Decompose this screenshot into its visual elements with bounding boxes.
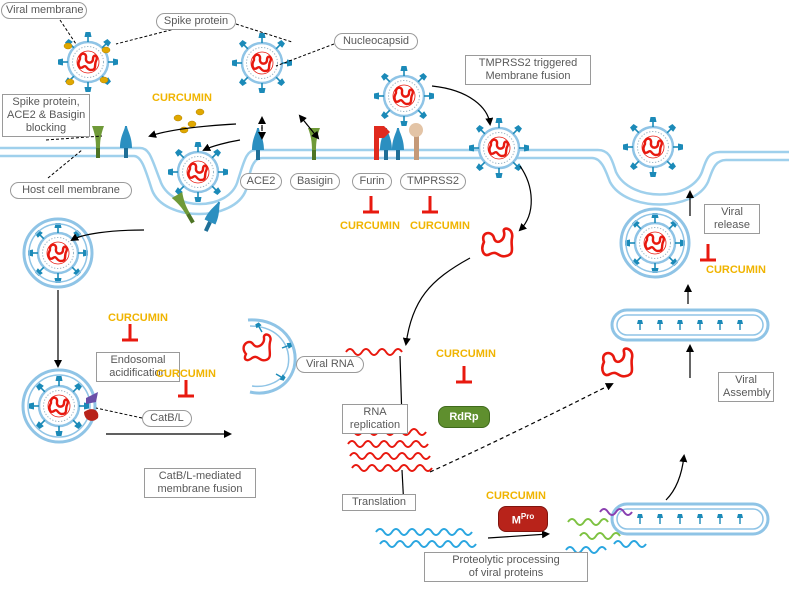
viral-rna-label: Viral RNA <box>296 356 364 373</box>
translation-label: Translation <box>342 494 416 511</box>
rna-replication-label: RNA replication <box>342 404 408 434</box>
furin-label: Furin <box>352 173 392 190</box>
viral-membrane-label: Viral membrane <box>1 2 87 19</box>
blocking-label: Spike protein, ACE2 & Basigin blocking <box>2 94 90 137</box>
host-membrane <box>0 146 789 216</box>
tmprss2-receptor <box>409 123 423 160</box>
catbl-fusion-label: CatB/L-mediated membrane fusion <box>144 468 256 498</box>
fusing-vesicle <box>242 318 297 395</box>
proteolytic-processing-label: Proteolytic processing of viral proteins <box>424 552 588 582</box>
curcumin-label-tmprss2: CURCUMIN <box>410 220 470 232</box>
ace2-label: ACE2 <box>240 173 282 190</box>
curcumin-label-mpro: CURCUMIN <box>486 490 546 502</box>
rna-icon <box>481 227 634 378</box>
basigin-label: Basigin <box>290 173 340 190</box>
nucleocapsid-label: Nucleocapsid <box>334 33 418 50</box>
curcumin-label-endosome: CURCUMIN <box>108 312 168 324</box>
curcumin-label-binding: CURCUMIN <box>152 92 212 104</box>
rna-strands <box>345 348 647 554</box>
viral-release-label: Viral release <box>704 204 760 234</box>
endosomal-acidification-label: Endosomal acidification <box>96 352 180 382</box>
cathepsin-icon <box>84 392 99 421</box>
host-membrane-label: Host cell membrane <box>10 182 132 199</box>
catbl-label: CatB/L <box>142 410 192 427</box>
spike-protein-label: Spike protein <box>156 13 236 30</box>
mpro-enzyme: MPro <box>498 506 548 532</box>
curcumin-label-release: CURCUMIN <box>706 264 766 276</box>
vesicle-icon <box>610 308 770 536</box>
tmprss2-label: TMPRSS2 <box>400 173 466 190</box>
dashed-arrows <box>258 114 614 473</box>
rdrp-enzyme: RdRp <box>438 406 490 428</box>
curcumin-label-furin: CURCUMIN <box>340 220 400 232</box>
curcumin-label-rdrp: CURCUMIN <box>436 348 496 360</box>
viral-assembly-label: Viral Assembly <box>718 372 774 402</box>
endosome-icon <box>21 207 691 444</box>
tmprss2-fusion-label: TMPRSS2 triggered Membrane fusion <box>465 55 591 85</box>
curcumin-label-catbl: CURCUMIN <box>156 368 216 380</box>
furin-receptor <box>374 126 390 160</box>
